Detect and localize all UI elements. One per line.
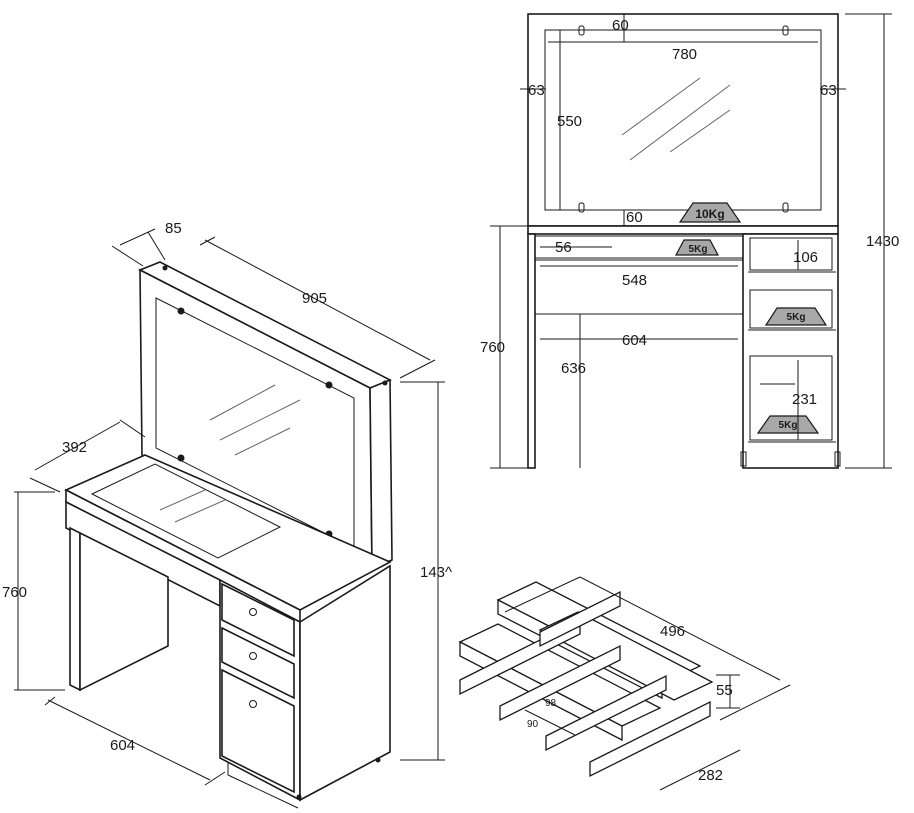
top-drawer-height-label: 56 [555,239,572,256]
mirror-side-left-label: 63 [528,82,545,99]
divider-insert: 496 55 282 98 90 [458,576,791,791]
mirror-bottom-margin-label: 60 [626,209,643,226]
insert-length-label: 496 [660,623,685,640]
insert-height-label: 55 [716,682,733,699]
leg-clearance-width-label: 604 [622,332,647,349]
front-view: 10Kg 5Kg 5Kg 5Kg 60 780 63 63 550 60 56 … [480,13,899,469]
shelf-load-tag: 10Kg [695,207,724,221]
mirror-height-label: 550 [557,113,582,130]
top-drawer-load-tag: 5Kg [689,244,708,255]
iso-desk-depth-label: 392 [62,439,87,456]
isometric-view: 85 905 392 760 143^ 604 [2,220,452,809]
top-drawer-width-label: 548 [622,272,647,289]
insert-cell-b-label: 90 [527,719,539,730]
iso-desk-height-label: 760 [2,584,27,601]
mirror-top-margin-label: 60 [612,17,629,34]
iso-total-height-label: 143^ [420,564,452,581]
bottom-drawer-height-label: 231 [792,391,817,408]
mirror-side-right-label: 63 [820,82,837,99]
insert-width-label: 282 [698,767,723,784]
iso-knee-width-label: 604 [110,737,135,754]
mirror-width-label: 780 [672,46,697,63]
side-drawer-height-label: 106 [793,249,818,266]
knee-height-label: 636 [561,360,586,377]
front-total-height-label: 1430 [866,233,899,250]
side-drawer-load-tag: 5Kg [787,312,806,323]
insert-cell-a-label: 98 [545,698,557,709]
bottom-drawer-load-tag: 5Kg [779,420,798,431]
iso-total-width-label: 905 [302,290,327,307]
iso-mirror-depth-label: 85 [165,220,182,237]
front-desk-height-label: 760 [480,339,505,356]
